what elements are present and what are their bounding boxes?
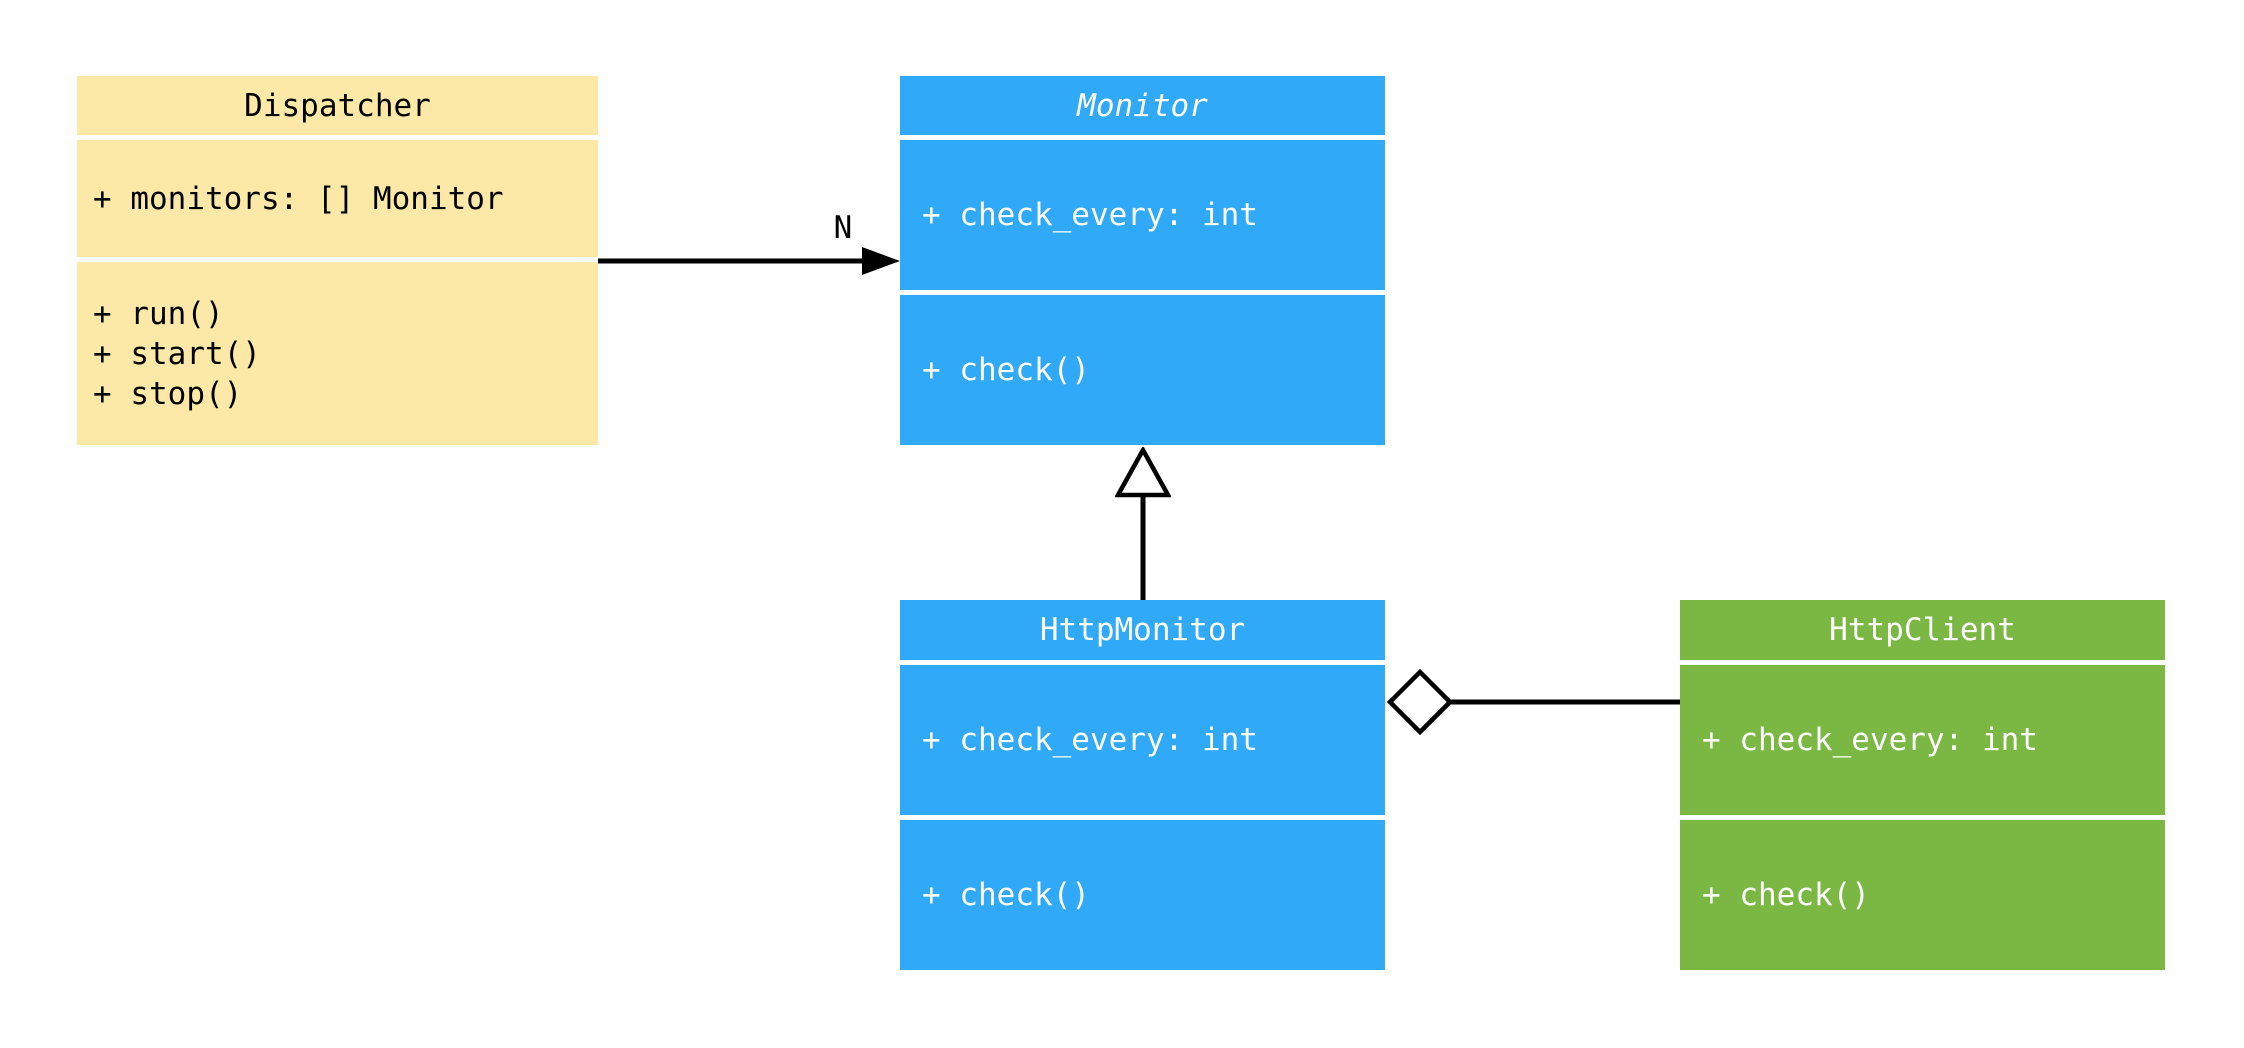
class-box-httpmonitor: HttpMonitor + check_every: int + check() [900,600,1385,970]
attribute-item: + monitors: [] Monitor [93,180,504,217]
class-title-label: HttpMonitor [1039,612,1246,648]
class-title: Dispatcher [77,76,598,135]
hollow-triangle-icon [1115,447,1171,498]
method-item: + stop() [93,375,243,412]
class-attributes-section: + check_every: int [1680,665,2165,815]
class-attributes-section: + check_every: int [900,140,1385,290]
attribute-item: + check_every: int [922,722,1258,758]
class-title-label: HttpClient [1829,612,2016,648]
class-methods-section: + check() [900,295,1385,445]
class-box-monitor: Monitor + check_every: int + check() [900,76,1385,445]
method-item: + run() [93,295,224,332]
class-attributes-section: + check_every: int [900,665,1385,815]
filled-arrowhead-icon [862,247,900,275]
class-title: HttpClient [1680,600,2165,660]
class-methods-section: + check() [900,820,1385,970]
class-methods-section: + check() [1680,820,2165,970]
attribute-item: + check_every: int [1702,722,2038,758]
association-arrow [598,247,900,275]
class-box-httpclient: HttpClient + check_every: int + check() [1680,600,2165,970]
class-title: Monitor [900,76,1385,135]
class-title-label: Monitor [1077,87,1208,124]
class-box-dispatcher: Dispatcher + monitors: [] Monitor + run(… [77,76,598,445]
inheritance-connector [1115,447,1171,600]
method-item: + check() [922,877,1090,913]
method-item: + start() [93,335,261,372]
hollow-diamond-icon [1387,669,1454,735]
method-item: + check() [1702,877,1870,913]
class-title: HttpMonitor [900,600,1385,660]
aggregation-connector [1387,669,1680,735]
association-multiplicity-label: N [833,210,853,246]
method-item: + check() [922,352,1090,388]
class-methods-section: + run() + start() + stop() [77,262,598,445]
class-attributes-section: + monitors: [] Monitor [77,140,598,257]
class-title-label: Dispatcher [244,87,431,124]
attribute-item: + check_every: int [922,197,1258,233]
